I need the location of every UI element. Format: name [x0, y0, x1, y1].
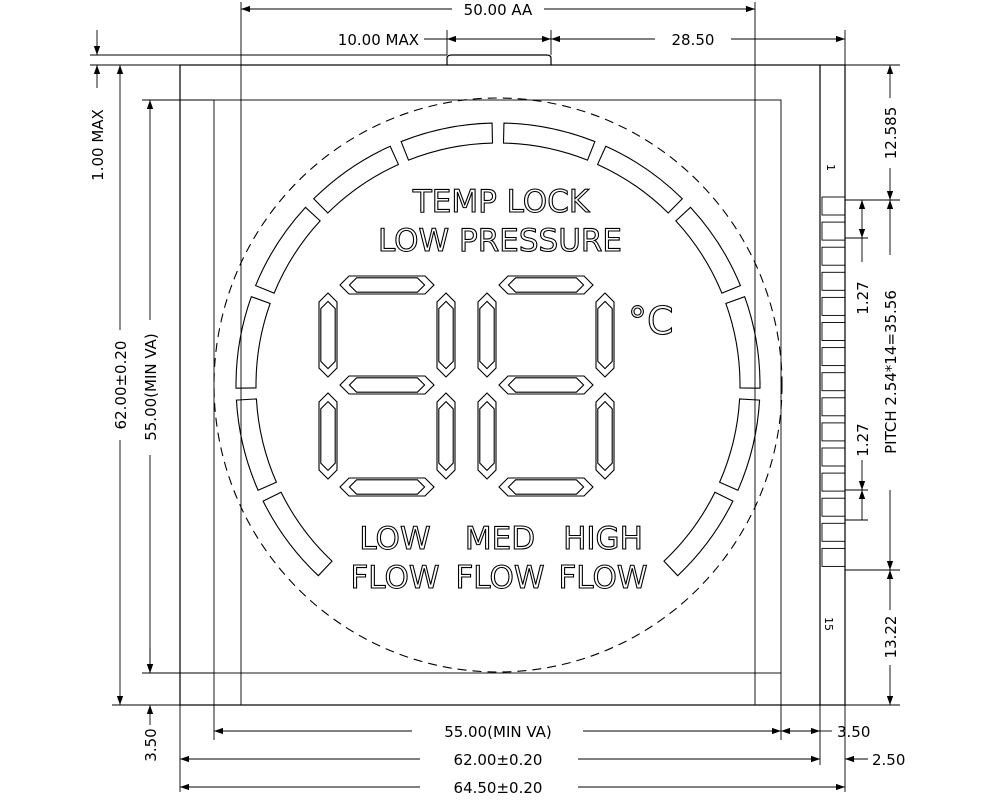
dim-bottom-margin: 3.50	[142, 728, 160, 761]
dim-overall-width: 64.50±0.20	[454, 779, 543, 797]
dimension-62-height: 62.00±0.20	[112, 65, 180, 706]
med-flow-label-1: MED	[465, 521, 535, 557]
digit-2-segment-e	[477, 392, 497, 480]
dim-half-pitch-top: 1.27	[854, 281, 872, 314]
connector-pin-15	[821, 547, 846, 567]
low-flow-label-2: FLOW	[350, 560, 439, 596]
dimension-2-50: 2.50	[798, 705, 905, 792]
dim-pin15-to-bottom: 13.22	[882, 616, 900, 659]
dimension-64-50: 64.50±0.20	[180, 779, 845, 797]
dim-view-width: 55.00(MIN VA)	[444, 723, 552, 741]
dimension-62-width: 62.00±0.20	[179, 705, 821, 792]
digit-1-segment-f	[318, 292, 338, 378]
lcd-outline	[179, 54, 846, 706]
dimension-55-height: 55.00(MIN VA)	[142, 99, 214, 674]
active-area-frame	[240, 64, 756, 706]
dimension-pitch: PITCH 2.54*14=35.56	[845, 200, 900, 571]
temp-lock-label: TEMP LOCK	[412, 184, 590, 220]
digit-2-segment-d	[498, 477, 594, 497]
connector-pin-1	[821, 196, 846, 216]
dim-pitch: PITCH 2.54*14=35.56	[882, 290, 900, 454]
dim-top-to-pin1: 12.585	[882, 107, 900, 160]
dial-display	[213, 97, 783, 673]
digit-1-segment-g	[339, 375, 435, 395]
digit-1-segment-c	[436, 392, 456, 480]
connector-pin-3	[821, 246, 846, 266]
dim-tab-width: 10.00 MAX	[338, 31, 419, 49]
ring-segment-11	[718, 398, 761, 492]
connector-pin-4	[821, 271, 846, 291]
fill-tab	[446, 54, 552, 65]
dim-view-height: 55.00(MIN VA)	[142, 333, 160, 441]
dimension-3-50-bottom: 3.50	[142, 648, 160, 762]
connector-pins	[821, 196, 846, 567]
dimension-1-27-bottom: 1.27	[845, 423, 872, 521]
ring-segment-10	[725, 295, 761, 389]
connector-pin-5	[821, 296, 846, 316]
ring-segment-8	[596, 145, 684, 214]
dimension-13-22: 13.22	[845, 570, 900, 706]
dimension-50-aa: 50.00 AA	[240, 1, 756, 65]
connector-pin-2	[821, 221, 846, 241]
connector-pin-9	[821, 397, 846, 417]
connector-pin-13	[821, 497, 846, 517]
dimension-55-width: 55.00(MIN VA)	[213, 673, 782, 741]
dim-outline-width: 62.00±0.20	[454, 751, 543, 769]
ring-segment-4	[254, 206, 321, 294]
connector-pin-10	[821, 422, 846, 442]
dial-outline	[213, 97, 783, 673]
dim-pin-strip: 2.50	[872, 751, 905, 769]
digit-1-segment-d	[339, 477, 435, 497]
dim-active-area-width: 50.00 AA	[464, 1, 533, 19]
ring-segment-6	[400, 122, 494, 161]
ring-segment-3	[235, 295, 271, 389]
pin-1-label: 1	[824, 164, 837, 171]
high-flow-label-2: FLOW	[558, 560, 647, 596]
ring-segment-1	[262, 491, 333, 577]
connector-pin-6	[821, 322, 846, 341]
digit-1-segment-a	[339, 275, 435, 295]
connector-pin-11	[821, 447, 846, 467]
digit-2-segment-b	[595, 292, 615, 378]
connector-pin-14	[821, 522, 846, 542]
ring-segment-7	[502, 122, 596, 161]
dim-tab-offset: 28.50	[672, 31, 715, 49]
dim-right-margin: 3.50	[837, 723, 870, 741]
dimension-28-50: 28.50	[551, 30, 846, 65]
dim-outline-height: 62.00±0.20	[112, 341, 130, 430]
digit-2-segment-f	[477, 292, 497, 378]
dimension-3-50-right: 3.50	[781, 705, 870, 741]
connector-pin-8	[821, 372, 846, 392]
low-pressure-label: LOW PRESSURE	[378, 223, 622, 259]
ring-segment-9	[675, 206, 742, 294]
dimension-12-585: 12.585	[845, 64, 900, 201]
ring-segment-12	[663, 491, 734, 577]
glass-outline	[179, 64, 846, 706]
ring-segment-5	[312, 145, 400, 214]
pin-15-label: 15	[822, 617, 835, 631]
digit-2-segment-a	[498, 275, 594, 295]
celsius-label: °C	[628, 299, 674, 343]
seven-segment-digits	[318, 275, 615, 497]
dimension-1-27-top: 1.27	[845, 200, 872, 315]
dimension-1-max: 1.00 MAX	[89, 30, 447, 181]
low-flow-label-1: LOW	[359, 521, 430, 557]
connector-pin-12	[821, 472, 846, 492]
digit-1-segment-b	[436, 292, 456, 378]
dim-tab-height: 1.00 MAX	[89, 109, 107, 181]
ring-segments	[235, 122, 761, 577]
connector-pin-7	[821, 347, 846, 367]
ring-segment-2	[235, 398, 278, 492]
high-flow-label-1: HIGH	[563, 521, 643, 557]
dim-half-pitch-bottom: 1.27	[854, 423, 872, 456]
med-flow-label-2: FLOW	[455, 560, 544, 596]
digit-2-segment-g	[498, 375, 594, 395]
dimension-10-max: 10.00 MAX	[338, 30, 552, 55]
digit-1-segment-e	[318, 392, 338, 480]
digit-2-segment-c	[595, 392, 615, 480]
view-area-frame	[213, 99, 782, 674]
